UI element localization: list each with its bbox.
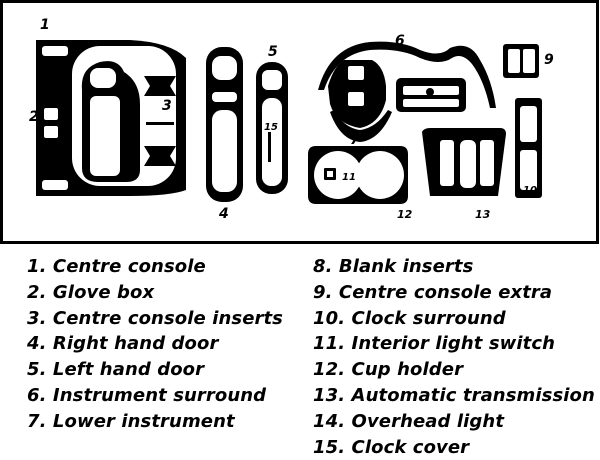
callout-11: 11 <box>342 172 356 183</box>
instrument-surround-part <box>318 41 496 112</box>
glove-box-part <box>38 100 64 146</box>
right-hand-door-part <box>206 47 243 202</box>
legend-item: 8. Blank inserts <box>313 256 474 277</box>
legend-item: 2. Glove box <box>27 281 155 303</box>
centre-console-extra-part <box>503 44 539 78</box>
callout-7: 7 <box>350 132 360 148</box>
callout-3: 3 <box>162 98 172 114</box>
callout-8: 8 <box>366 74 376 90</box>
callout-9: 9 <box>544 52 554 68</box>
callout-5: 5 <box>268 44 278 60</box>
legend-item: 14. Overhead light <box>313 410 505 432</box>
legend-item: 9. Centre console extra <box>313 281 553 303</box>
legend-left-column: 1. Centre console 2. Glove box 3. Centre… <box>27 254 283 435</box>
legend-item: 4. Right hand door <box>27 333 219 355</box>
left-hand-door-part <box>256 62 288 194</box>
callout-15: 15 <box>264 122 278 133</box>
callout-1: 1 <box>40 17 50 33</box>
centre-console-part <box>36 40 186 196</box>
legend-item: 10. Clock surround <box>313 307 506 329</box>
callout-4: 4 <box>218 206 229 222</box>
callout-2: 2 <box>29 109 39 125</box>
parts-diagram: 1 2 3 4 5 6 7 8 9 10 11 12 13 15 <box>0 0 599 244</box>
legend-item: 7. Lower instrument <box>27 410 235 432</box>
blank-inserts-part <box>328 60 386 128</box>
legend-item: 3. Centre console inserts <box>27 307 283 329</box>
callout-6: 6 <box>395 33 405 49</box>
legend-item: 6. Instrument surround <box>27 384 267 406</box>
callout-10: 10 <box>523 185 537 196</box>
legend-item: 5. Left hand door <box>27 359 205 381</box>
legend-right-column: 8. Blank inserts 9. Centre console extra… <box>313 254 595 460</box>
clock-surround-part <box>515 98 542 198</box>
lower-instrument-part <box>330 110 392 142</box>
legend-item: 11. Interior light switch <box>313 333 556 355</box>
callout-13: 13 <box>475 208 491 221</box>
legend-item: 15. Clock cover <box>313 436 470 458</box>
legend-item: 1. Centre console <box>27 256 206 277</box>
automatic-transmission-part <box>422 128 506 196</box>
callout-12: 12 <box>397 208 413 221</box>
legend-item: 12. Cup holder <box>313 359 464 381</box>
legend-item: 13. Automatic transmission <box>313 384 595 406</box>
cup-holder-part <box>308 146 408 204</box>
